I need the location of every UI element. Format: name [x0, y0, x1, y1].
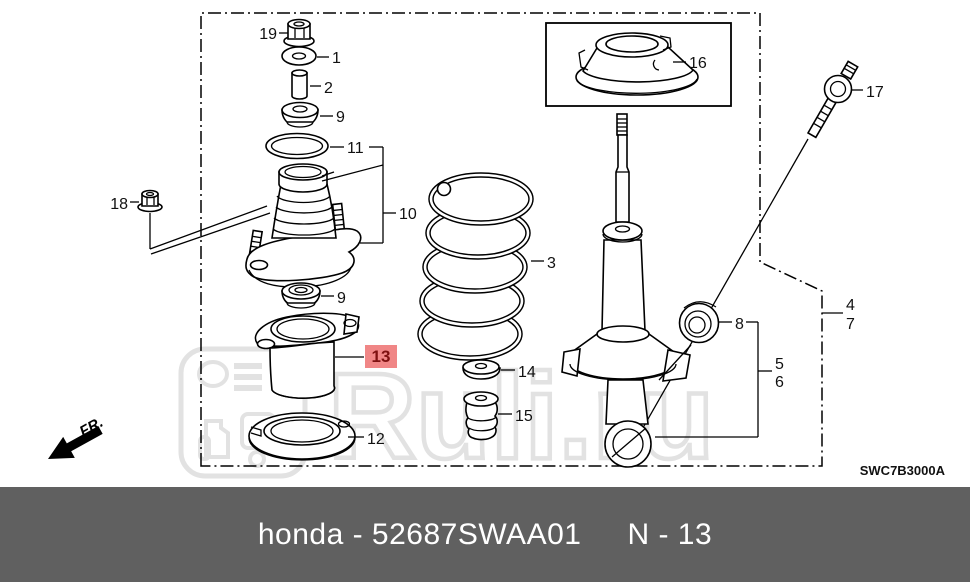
footer-bar: honda - 52687SWAA01 N - 13: [0, 487, 970, 582]
part-label-1: 1: [332, 50, 341, 67]
part-label-6: 6: [775, 374, 784, 391]
part-2-collar: 2: [291, 69, 333, 100]
part-11-o-ring: 11: [265, 132, 364, 160]
part-label-13: 13: [372, 347, 391, 366]
footer-page-ref: N - 13: [627, 517, 713, 551]
part-label-18: 18: [110, 196, 128, 213]
part-9-bushing-lower: 9: [281, 282, 346, 309]
part-18-nut: 18: [110, 189, 163, 249]
part-14-bump-stop-plate: 14: [462, 359, 536, 381]
part-label-12: 12: [367, 431, 385, 448]
part-label-8: 8: [735, 316, 744, 333]
drawing-code: SWC7B3000A: [860, 463, 946, 478]
parts-diagram: Ruli.ru 16 17: [48, 12, 946, 486]
part-label-10: 10: [399, 206, 417, 223]
part-label-2: 2: [324, 80, 333, 97]
part-19-nut: 19: [259, 18, 315, 48]
part-label-14: 14: [518, 364, 536, 381]
part-17-bolt: 17: [631, 60, 884, 448]
part-label-9a: 9: [336, 109, 345, 126]
part-15-bump-rubber: 15: [463, 391, 533, 441]
part-3-coil-spring: 3: [417, 172, 556, 361]
part-label-9b: 9: [337, 290, 346, 307]
shock-absorber-unit: 5 6: [561, 113, 784, 468]
part-label-4: 4: [846, 297, 855, 314]
part-label-16: 16: [689, 55, 707, 72]
part-label-15: 15: [515, 408, 533, 425]
diagram-border: [200, 12, 823, 467]
part-label-17: 17: [866, 84, 884, 101]
part-label-11: 11: [347, 140, 364, 157]
part-13-spring-mount-rubber: 13: [254, 312, 397, 399]
assembly-labels-4-7: 4 7: [822, 297, 855, 333]
part-10-mount-assembly: 10: [149, 146, 417, 288]
part-12-spring-seat-ring: 12: [248, 412, 385, 461]
part-label-7: 7: [846, 316, 855, 333]
part-label-3: 3: [547, 255, 556, 272]
part-13-highlight: [365, 345, 397, 368]
part-1-washer: 1: [281, 46, 341, 67]
footer-part-number: honda - 52687SWAA01: [257, 517, 582, 551]
fr-arrow-icon: FR.: [48, 414, 106, 459]
part-label-5: 5: [775, 356, 784, 373]
part-9-bushing-upper: 9: [281, 101, 345, 128]
part-16-mount-cap: 16: [545, 22, 732, 107]
part-label-19: 19: [259, 26, 277, 43]
part-8-bushing: 8: [658, 301, 758, 381]
